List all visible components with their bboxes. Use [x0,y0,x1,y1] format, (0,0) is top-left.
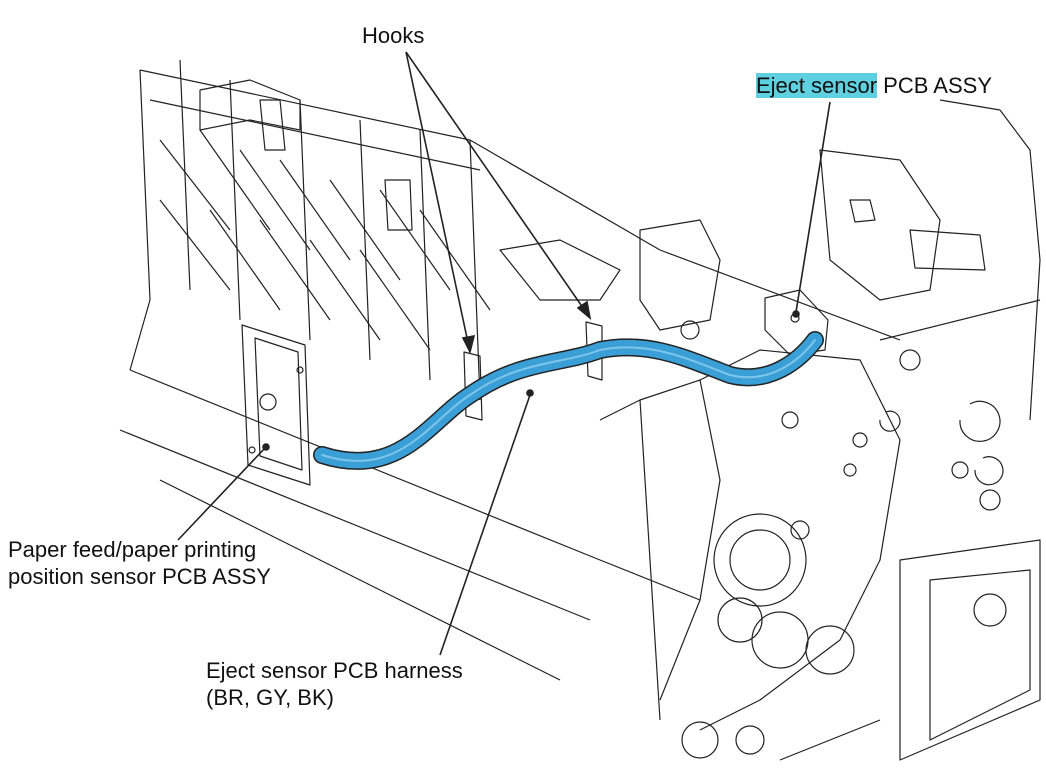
paper-feed-label-line2: position sensor PCB ASSY [8,564,271,589]
paper-feed-label-line1: Paper feed/paper printing [8,537,257,562]
hooks-label: Hooks [362,23,425,48]
harness-label: Eject sensor PCB harness (BR, GY, BK) [206,657,463,711]
harness-label-line2: (BR, GY, BK) [206,685,334,710]
callout-lines [177,51,831,656]
paper-feed-sensor-label: Paper feed/paper printing position senso… [8,536,271,590]
eject-sensor-highlight: Eject sensor [756,73,878,98]
chassis-linework [119,59,1041,761]
eject-sensor-label-rest: PCB ASSY [877,73,993,98]
eject-sensor-label: Eject sensor PCB ASSY [756,72,992,99]
eject-sensor-harness [313,331,824,470]
harness-label-line1: Eject sensor PCB harness [206,658,463,683]
